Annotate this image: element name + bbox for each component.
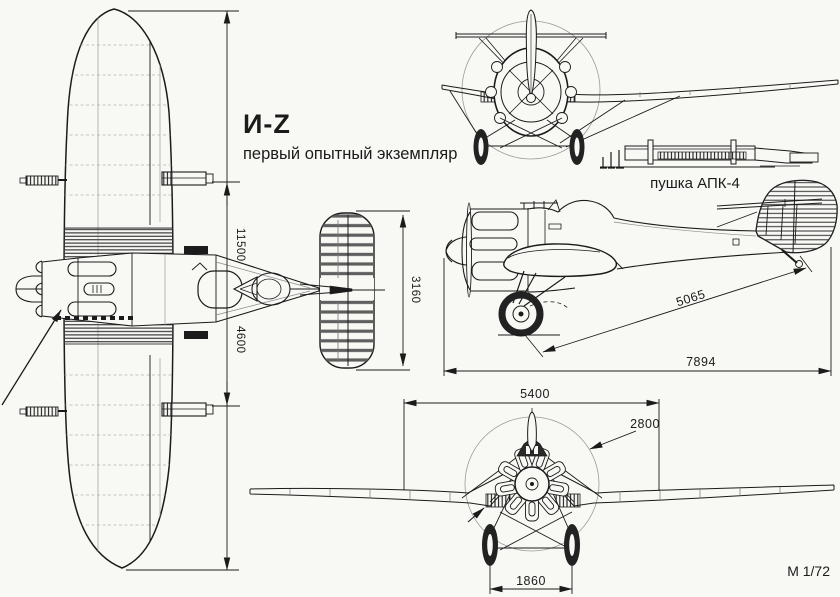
dim-overall-length: 7894 xyxy=(686,355,716,369)
cannon-drawing xyxy=(600,139,819,169)
tailplane-plan-view xyxy=(299,212,385,369)
dim-wheel-to-tail: 5065 xyxy=(674,287,707,309)
cannon-label: пушка АПК-4 xyxy=(650,175,740,192)
plan-wing xyxy=(63,8,174,569)
front-upper-wheels xyxy=(473,129,585,165)
scale-label: М 1/72 xyxy=(787,563,830,579)
dim-length-group xyxy=(443,247,832,376)
plan-pointer-arrow xyxy=(1,309,62,406)
dim-lower-group xyxy=(403,399,660,594)
dim-cannon-spacing: 4600 xyxy=(234,326,246,354)
front-view-upper xyxy=(441,9,839,165)
dim-tailplane-group xyxy=(356,210,410,371)
dim-wingspan-group xyxy=(126,10,240,571)
page-title: И-Z xyxy=(243,109,291,139)
side-view xyxy=(445,179,838,337)
plan-fin xyxy=(329,285,353,295)
plan-view xyxy=(1,8,332,569)
wing-pointer-arrow xyxy=(467,507,485,523)
dim-strut-span: 5400 xyxy=(520,387,550,401)
plan-cannons xyxy=(19,171,214,417)
radial-engine xyxy=(494,447,570,522)
dim-wingspan: 11500 xyxy=(234,228,246,262)
side-wheel xyxy=(498,291,544,337)
page-subtitle: первый опытный экземпляр xyxy=(243,145,457,163)
dim-tailplane-span: 3160 xyxy=(409,276,421,304)
propeller-blade-lower xyxy=(527,411,537,454)
front-lower-wheels xyxy=(482,524,580,566)
side-wing-root xyxy=(503,243,618,278)
dim-wheel-track: 1860 xyxy=(516,574,546,588)
front-view-lower xyxy=(249,408,835,566)
dim-propeller-diameter: 2800 xyxy=(630,417,660,431)
